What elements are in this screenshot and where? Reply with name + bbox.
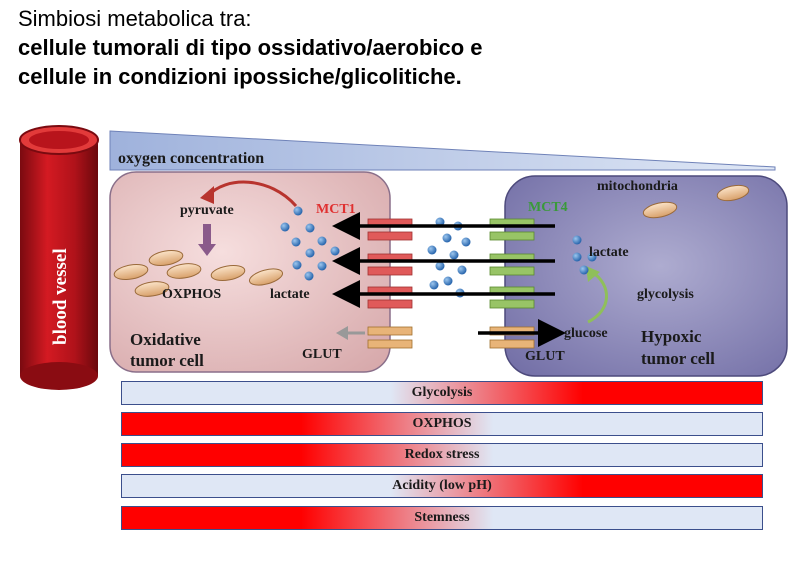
oxygen-gradient: oxygen concentration	[109, 130, 776, 171]
hypoxic-cell-label-1: Hypoxic	[641, 327, 702, 346]
glucose-arrow-oxidative	[336, 326, 365, 340]
mct4-label: MCT4	[528, 200, 568, 215]
mitochondria-oxidative	[113, 250, 284, 297]
mitochondria-label: mitochondria	[597, 179, 678, 194]
lactate-molecules	[280, 206, 597, 298]
glut-right-transporter	[489, 326, 535, 349]
bar-stemness: Stemness	[121, 506, 763, 530]
title-line-1: Simbiosi metabolica tra:	[18, 6, 252, 31]
title-line-2: cellule tumorali di tipo ossidativo/aero…	[18, 35, 483, 60]
oxygen-concentration-label: oxygen concentration	[118, 150, 264, 167]
mitochondria-hypoxic	[642, 184, 750, 219]
oxphos-label: OXPHOS	[162, 287, 221, 302]
transport-arrows	[332, 212, 566, 347]
glut-left-label: GLUT	[302, 347, 342, 362]
oxidative-cell-label-2: tumor cell	[130, 351, 204, 370]
pyruvate-label: pyruvate	[180, 203, 234, 218]
glut-right-label: GLUT	[525, 349, 565, 364]
glucose-label: glucose	[564, 326, 608, 341]
glut-left-transporter	[367, 326, 413, 349]
lactate-left-label: lactate	[270, 287, 310, 302]
title-line-3: cellule in condizioni ipossiche/glicolit…	[18, 64, 462, 89]
bar-acidity: Acidity (low pH)	[121, 474, 763, 498]
hypoxic-cell-label-2: tumor cell	[641, 349, 715, 368]
bar-oxphos: OXPHOS	[121, 412, 763, 436]
glycolysis-arrow	[586, 266, 608, 324]
mct1-label: MCT1	[316, 202, 356, 217]
bar-glycolysis: Glycolysis	[121, 381, 763, 405]
lactate-right-label: lactate	[589, 245, 629, 260]
blood-vessel: blood vessel	[19, 125, 99, 390]
pyruvate-cycle	[198, 180, 298, 256]
oxidative-cell-label-1: Oxidative	[130, 330, 201, 349]
slide-title: Simbiosi metabolica tra: cellule tumoral…	[18, 4, 483, 91]
bar-redox-stress: Redox stress	[121, 443, 763, 467]
hypoxic-tumor-cell	[504, 175, 788, 377]
glycolysis-label: glycolysis	[637, 287, 694, 302]
blood-vessel-label: blood vessel	[50, 248, 71, 345]
